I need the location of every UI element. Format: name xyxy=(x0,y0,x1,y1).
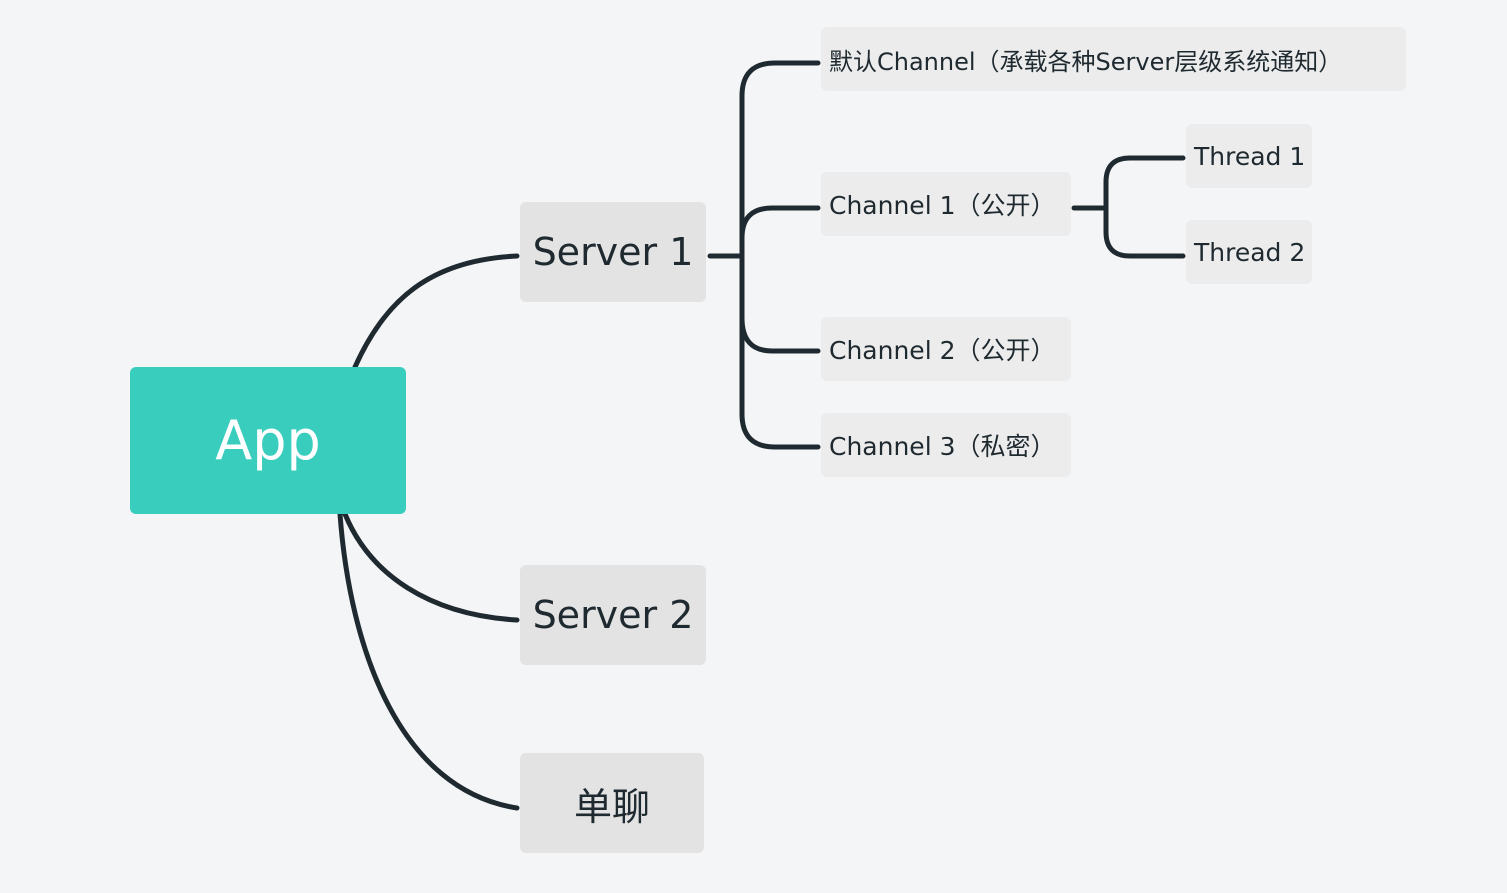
edge-ch1-bracket xyxy=(1103,155,1186,259)
node-dm-label: 单聊 xyxy=(573,784,650,829)
node-thread-1[interactable]: Thread 1 xyxy=(1186,124,1312,188)
node-default-channel[interactable]: 默认Channel（承载各种Server层级系统通知） xyxy=(821,27,1406,91)
node-channel-2-label: Channel 2（公开） xyxy=(829,336,1056,365)
node-channel-2[interactable]: Channel 2（公开） xyxy=(821,317,1071,381)
node-app-label: App xyxy=(215,409,321,472)
edge-server1-ch2 xyxy=(739,315,821,354)
node-default-channel-label: 默认Channel（承载各种Server层级系统通知） xyxy=(829,47,1343,76)
node-thread-2-label: Thread 2 xyxy=(1194,237,1306,267)
node-dm[interactable]: 单聊 xyxy=(520,753,704,853)
edge-app-server1 xyxy=(352,253,520,370)
node-channel-3[interactable]: Channel 3（私密） xyxy=(821,413,1071,477)
node-server-2[interactable]: Server 2 xyxy=(520,565,706,665)
node-server-2-label: Server 2 xyxy=(532,593,694,637)
node-channel-1[interactable]: Channel 1（公开） xyxy=(821,172,1071,236)
node-channel-1-label: Channel 1（公开） xyxy=(829,191,1056,220)
edge-server1-bracket xyxy=(739,60,821,450)
edge-app-server2 xyxy=(342,511,520,623)
node-thread-1-label: Thread 1 xyxy=(1194,141,1306,171)
node-server-1-label: Server 1 xyxy=(532,230,694,274)
node-app[interactable]: App xyxy=(130,367,406,514)
node-thread-2[interactable]: Thread 2 xyxy=(1186,220,1312,284)
node-channel-3-label: Channel 3（私密） xyxy=(829,432,1056,461)
edge-server1-ch1 xyxy=(739,205,821,241)
edge-app-dm xyxy=(337,511,520,811)
node-server-1[interactable]: Server 1 xyxy=(520,202,706,302)
